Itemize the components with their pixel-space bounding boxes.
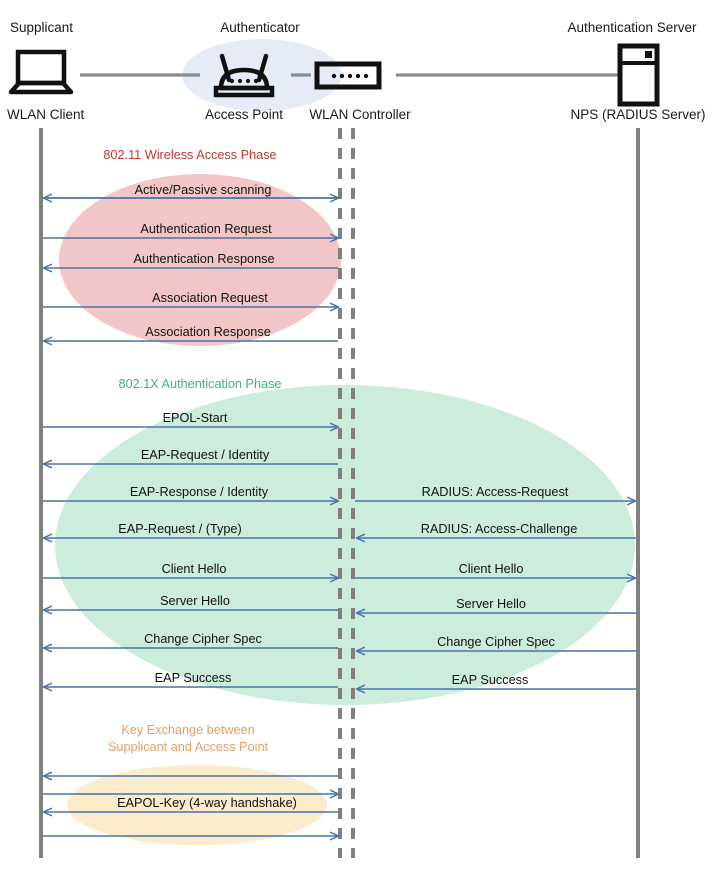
message-label-server-hello-left: Server Hello xyxy=(160,594,230,608)
message-label-eapol-key-handshake: EAPOL-Key (4-way handshake) xyxy=(117,796,297,810)
actor-role-authenticator: Authenticator xyxy=(220,20,300,35)
actor-name-nps-radius-server: NPS (RADIUS Server) xyxy=(570,107,706,122)
phase-label-key-exchange: Key Exchange between Supplicant and Acce… xyxy=(108,722,268,756)
actor-role-supplicant: Supplicant xyxy=(10,20,74,35)
message-label-association-request: Association Request xyxy=(152,291,268,305)
phase-ellipse-wireless-access xyxy=(59,174,341,346)
phase-label-dot1x-auth: 802.1X Authentication Phase xyxy=(118,377,282,391)
phase-label-wireless-access: 802.11 Wireless Access Phase xyxy=(103,148,277,162)
phase-label-key-exchange-line1: Key Exchange between xyxy=(121,723,255,737)
server-icon xyxy=(617,43,660,107)
message-label-association-response: Association Response xyxy=(145,325,271,339)
message-label-client-hello-left: Client Hello xyxy=(161,562,227,576)
actor-name-wlan-controller: WLAN Controller xyxy=(309,107,411,122)
message-label-eap-success-left: EAP Success xyxy=(154,671,232,685)
actor-name-wlan-client: WLAN Client xyxy=(7,107,85,122)
laptop-icon xyxy=(8,49,74,95)
message-label-authentication-response: Authentication Response xyxy=(133,252,275,266)
phase-ellipse-dot1x-auth xyxy=(55,385,635,705)
message-label-active-passive-scanning: Active/Passive scanning xyxy=(134,183,272,197)
message-label-radius-access-request: RADIUS: Access-Request xyxy=(421,485,569,499)
actor-role-authentication-server: Authentication Server xyxy=(567,20,697,35)
message-label-epol-start: EPOL-Start xyxy=(162,411,228,425)
actor-name-access-point: Access Point xyxy=(204,107,284,122)
phase-ellipse-key-exchange xyxy=(67,765,327,845)
wlan-controller-icon xyxy=(314,61,382,90)
message-label-change-cipher-spec-left: Change Cipher Spec xyxy=(144,632,262,646)
access-point-icon xyxy=(213,53,275,98)
message-label-eap-response-identity: EAP-Response / Identity xyxy=(129,485,269,499)
message-label-authentication-request: Authentication Request xyxy=(140,222,272,236)
message-label-eap-request-type: EAP-Request / (Type) xyxy=(118,522,242,536)
message-label-eap-request-identity: EAP-Request / Identity xyxy=(140,448,270,462)
phase-label-key-exchange-line2: Supplicant and Access Point xyxy=(107,740,269,754)
message-label-server-hello-right: Server Hello xyxy=(456,597,526,611)
message-label-eap-success-right: EAP Success xyxy=(451,673,529,687)
message-label-change-cipher-spec-right: Change Cipher Spec xyxy=(437,635,555,649)
message-label-client-hello-right: Client Hello xyxy=(458,562,524,576)
message-label-radius-access-challenge: RADIUS: Access-Challenge xyxy=(420,522,578,536)
